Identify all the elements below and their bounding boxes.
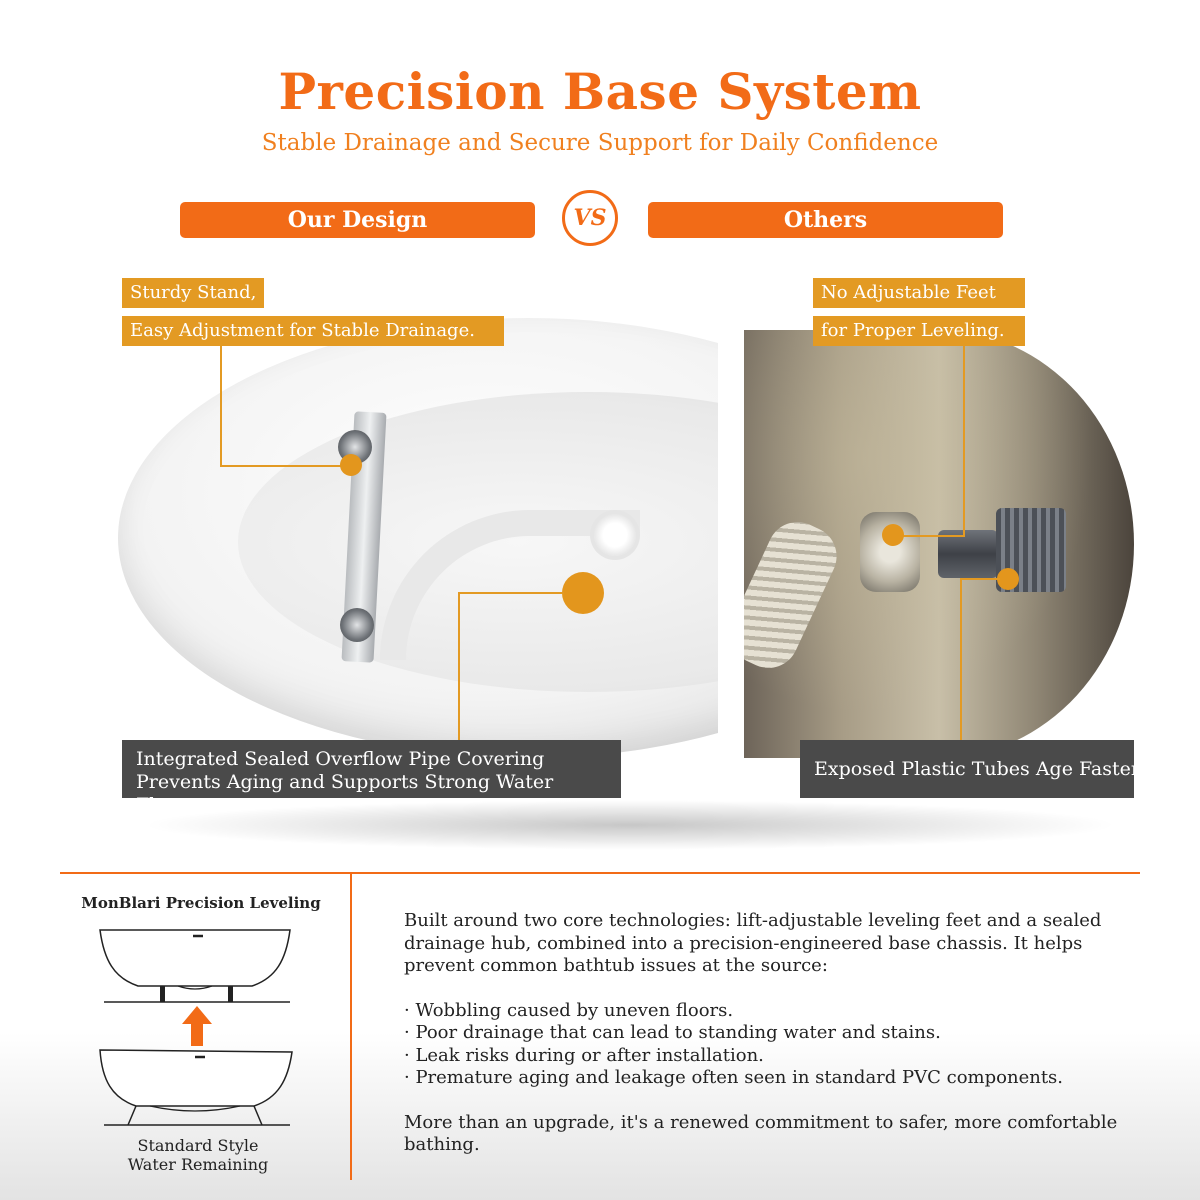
caption-line: Water Remaining [127, 1155, 269, 1174]
callout-overflow-pipe: Integrated Sealed Overflow Pipe Covering… [122, 740, 621, 816]
leveling-foot-bottom [340, 608, 374, 642]
tag-proper-leveling: for Proper Leveling. [813, 316, 1025, 346]
vs-badge-icon: VS [562, 190, 618, 246]
hotspot-dot [997, 568, 1019, 590]
page-title: Precision Base System [278, 62, 922, 121]
tag-no-adjustable-feet: No Adjustable Feet [813, 278, 1025, 308]
caption-line: Standard Style [137, 1136, 259, 1155]
list-item: · Poor drainage that can lead to standin… [404, 1022, 941, 1043]
drain-hub [594, 514, 636, 556]
others-image-details [744, 330, 1134, 758]
leveling-diagram [99, 929, 293, 1126]
our-design-image [0, 300, 718, 780]
leader-line [220, 346, 222, 466]
list-item: · Leak risks during or after installatio… [404, 1044, 764, 1066]
leader-line [893, 535, 965, 537]
list-item: · Wobbling caused by uneven floors. [404, 999, 734, 1021]
callout-exposed-tubes: Exposed Plastic Tubes Age Faster [800, 740, 1140, 798]
floor-shadow [140, 800, 1120, 850]
others-pill: Others [648, 202, 1003, 238]
tag-easy-adjustment: Easy Adjustment for Stable Drainage. [122, 316, 504, 346]
leader-line [458, 592, 460, 740]
leader-line [458, 592, 564, 594]
diagram-caption: Standard Style Water Remaining [60, 1136, 336, 1174]
hotspot-dot [882, 524, 904, 546]
leader-line [960, 578, 1000, 580]
leader-line [960, 578, 962, 740]
standard-tub-icon [99, 1049, 293, 1126]
hotspot-dot [340, 454, 362, 476]
corrugated-tube [744, 512, 847, 678]
hotspot-dot [562, 572, 604, 614]
diagram-title: MonBlari Precision Leveling [81, 894, 321, 912]
issue-list: · Wobbling caused by uneven floors. · Po… [404, 1000, 1134, 1090]
metal-valve [938, 530, 998, 578]
column-divider [350, 874, 352, 1180]
list-item: · Premature aging and leakage often seen… [404, 1067, 1064, 1088]
closing-paragraph: More than an upgrade, it's a renewed com… [404, 1111, 1118, 1156]
leader-line [220, 465, 350, 467]
description-text: Built around two core technologies: lift… [404, 910, 1134, 1157]
leveled-tub-icon [99, 929, 291, 1003]
intro-paragraph: Built around two core technologies: lift… [404, 910, 1102, 976]
our-design-pill: Our Design [180, 202, 535, 238]
up-arrow-icon [182, 1006, 212, 1046]
tag-sturdy-stand: Sturdy Stand, [122, 278, 265, 308]
section-divider [60, 872, 1140, 874]
leader-line [963, 346, 965, 536]
page-subtitle: Stable Drainage and Secure Support for D… [261, 130, 939, 156]
